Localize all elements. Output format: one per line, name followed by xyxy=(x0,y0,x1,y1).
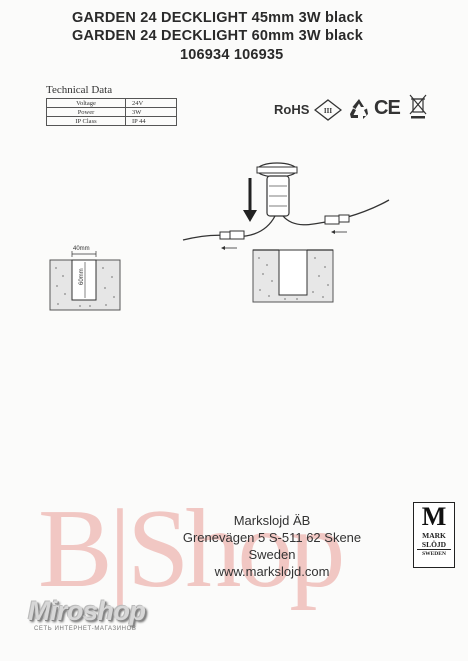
bshop-watermark: B|Shop xyxy=(38,487,345,611)
company-website: www.markslojd.com xyxy=(214,564,330,579)
table-row: Voltage 24V xyxy=(46,98,177,108)
spec-value: 24V xyxy=(125,98,177,108)
company-address: Markslojd ÄB Grenevägen 5 S-511 62 Skene… xyxy=(140,512,404,580)
product-title-45mm: GARDEN 24 DECKLIGHT 45mm 3W black xyxy=(72,10,364,26)
table-row: IP Class IP 44 xyxy=(46,116,177,126)
technical-data-table: Voltage 24V Power 3W IP Class IP 44 xyxy=(46,98,177,126)
spec-value: IP 44 xyxy=(125,116,177,126)
logo-line-slojd: SLÖJD xyxy=(421,540,447,549)
weee-bin-icon xyxy=(409,94,427,119)
miroshop-logo: Miroshop xyxy=(28,596,146,626)
product-title-60mm: GARDEN 24 DECKLIGHT 60mm 3W black xyxy=(72,28,364,44)
company-street: Grenevägen 5 S-511 62 Skene xyxy=(182,530,362,545)
company-name: Markslojd ÄB xyxy=(233,513,311,528)
spec-key: IP Class xyxy=(46,116,126,126)
markslojd-logo: M MARK SLÖJD SWEDEN xyxy=(413,502,455,568)
article-numbers: 106934 106935 xyxy=(180,47,284,63)
ce-icon: CE xyxy=(374,97,401,119)
recycle-icon xyxy=(350,99,368,119)
rohs-icon: RoHS xyxy=(274,102,310,117)
logo-line-mark: MARK xyxy=(422,531,446,540)
technical-data-title: Technical Data xyxy=(46,84,113,96)
logo-line-sweden: SWEDEN xyxy=(417,549,451,558)
miroshop-subtitle: СЕТЬ ИНТЕРНЕТ-МАГАЗИНОВ xyxy=(34,626,137,632)
spec-value: 3W xyxy=(125,107,177,117)
drill-hole-diagram xyxy=(49,251,121,311)
depth-label: 60mm xyxy=(79,268,85,285)
spec-key: Voltage xyxy=(46,98,126,108)
table-row: Power 3W xyxy=(46,107,177,117)
width-label: 40mm xyxy=(73,246,90,252)
spec-key: Power xyxy=(46,107,126,117)
company-country: Sweden xyxy=(248,547,296,562)
logo-letter: M xyxy=(421,502,447,531)
installation-diagram xyxy=(182,162,390,303)
class-iii-icon: III xyxy=(314,99,342,121)
class-iii-label: III xyxy=(324,107,332,115)
